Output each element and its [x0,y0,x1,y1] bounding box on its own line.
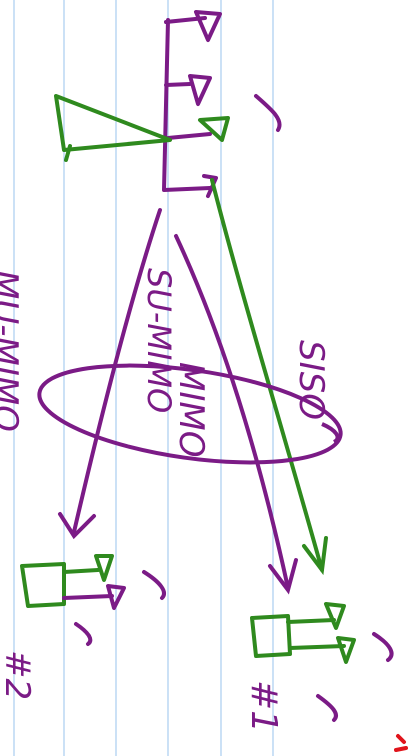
mimo-arrow [174,234,298,595]
su-mimo-arrow [58,208,162,540]
mu-mimo-partial-label: MU-MIMO [0,270,25,432]
su-mimo-label: SU-MIMO [140,268,178,413]
user-device-2-antenna-icon [20,554,166,646]
siso-label: SISO [291,340,331,420]
beam-cone-icon [54,94,230,162]
base-station-antenna-icon [162,10,282,198]
user-device-1-antenna-icon [250,602,394,722]
siso-arrow [210,178,328,576]
ruled-lines [13,0,274,756]
user-1-label: #1 [243,680,284,733]
mimo-label: MIMO [171,362,211,457]
user-2-label: #2 [0,650,37,700]
red-mark [394,734,408,752]
grouping-ellipse [37,363,343,465]
